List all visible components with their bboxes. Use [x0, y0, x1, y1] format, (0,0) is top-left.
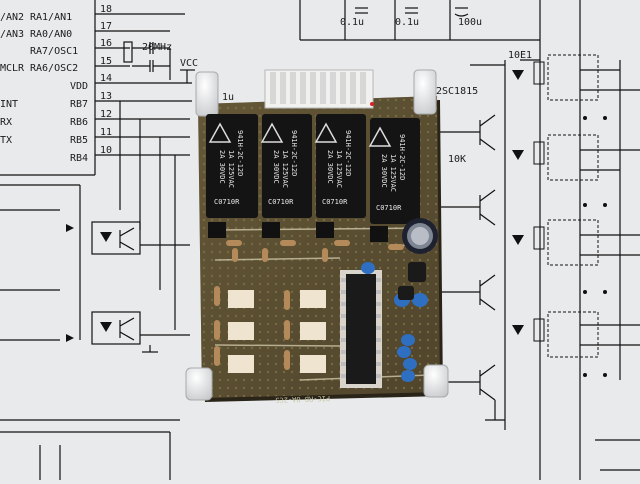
pin-label-ra0: RA0/AN0	[30, 29, 72, 40]
pin-label-vdd: VDD	[70, 81, 88, 92]
relay-4-line1: 941H-2C-12D	[398, 134, 406, 180]
relay-2-line2: 1A 125VAC	[281, 150, 289, 188]
optocouplers	[228, 290, 326, 373]
electrolytic-capacitor	[402, 218, 438, 254]
pin-label-ra1: RA1/AN1	[30, 12, 72, 23]
pin-label-rb4: RB4	[70, 153, 88, 164]
resistor-label-10k: 10K	[448, 154, 466, 165]
relay-4-code: C0710R	[376, 204, 402, 212]
resistor-label-10e1: 10E1	[508, 50, 532, 61]
edge-label-mclr: MCLR	[0, 63, 25, 74]
pin-num-14: 14	[100, 73, 112, 84]
resistors-top-row	[226, 240, 404, 262]
pin-label-rb6: RB6	[70, 117, 88, 128]
edge-label-an2: /AN2	[0, 12, 24, 23]
vcc-label: VCC	[180, 58, 198, 69]
relay-2-code: C0710R	[268, 198, 294, 206]
crystal-label: 20MHz	[142, 42, 172, 53]
relay-1-line2: 1A 125VAC	[227, 150, 235, 188]
pin-num-11: 11	[100, 127, 112, 138]
pin-num-15: 15	[100, 56, 112, 67]
relay-2: 941H-2C-12D 1A 125VAC 2A 30VDC C0710R	[260, 114, 312, 218]
pin-num-16: 16	[100, 38, 112, 49]
pin-num-13: 13	[100, 91, 112, 102]
edge-label-an3: /AN3	[0, 29, 24, 40]
pcb-board: 941H-2C-12D 1A 125VAC 2A 30VDC C0710R 94…	[185, 69, 449, 404]
blue-capacitors	[361, 262, 428, 382]
relay-2-line1: 941H-2C-12D	[290, 130, 298, 176]
pcb-silkscreen: PIC-RB OA-2CS	[275, 394, 330, 404]
pin-label-ra7: RA7/OSC1	[30, 46, 78, 57]
relay-4: 941H-2C-12D 1A 125VAC 2A 30VDC C0710R	[368, 118, 420, 224]
pin-label-rb5: RB5	[70, 135, 88, 146]
relay-3-line2: 1A 125VAC	[335, 150, 343, 188]
schematic-right-labels: 0.1u 0.1u 100u 10E1 2SC1815 10K	[340, 17, 532, 165]
relay-2-line3: 2A 30VDC	[272, 150, 280, 184]
cap-1u-label: 1u	[222, 92, 234, 103]
pin-num-12: 12	[100, 109, 112, 120]
cap-label-1: 0.1u	[340, 17, 364, 28]
schematic-left	[0, 0, 195, 480]
relay-4-line2: 1A 125VAC	[389, 154, 397, 192]
relay-1-line1: 941H-2C-12D	[236, 130, 244, 176]
cap-label-2: 0.1u	[395, 17, 419, 28]
edge-label-rx: RX	[0, 117, 12, 128]
relay-3: 941H-2C-12D 1A 125VAC 2A 30VDC C0710R	[314, 114, 366, 218]
cap-label-3: 100u	[458, 17, 482, 28]
pin-num-10: 10	[100, 145, 112, 156]
relay-3-line3: 2A 30VDC	[326, 150, 334, 184]
pin-label-ra6: RA6/OSC2	[30, 63, 78, 74]
transistor-label: 2SC1815	[436, 86, 478, 97]
standoffs	[185, 69, 449, 401]
schematic-right	[299, 0, 640, 480]
relay-1-line3: 2A 30VDC	[218, 150, 226, 184]
schematic-pin-labels: RA1/AN1 18 RA0/AN0 17 RA7/OSC1 16 RA6/OS…	[0, 4, 234, 164]
edge-label-tx: TX	[0, 135, 12, 146]
microcontroller-ic	[340, 270, 382, 388]
relay-3-line1: 941H-2C-12D	[344, 130, 352, 176]
pin-num-17: 17	[100, 21, 112, 32]
relay-4-line3: 2A 30VDC	[380, 154, 388, 188]
relay-1: 941H-2C-12D 1A 125VAC 2A 30VDC C0710R	[206, 114, 258, 218]
relay-3-code: C0710R	[322, 198, 348, 206]
pin-num-18: 18	[100, 4, 112, 15]
edge-label-int: INT	[0, 99, 18, 110]
pin-label-rb7: RB7	[70, 99, 88, 110]
relay-1-code: C0710R	[214, 198, 240, 206]
